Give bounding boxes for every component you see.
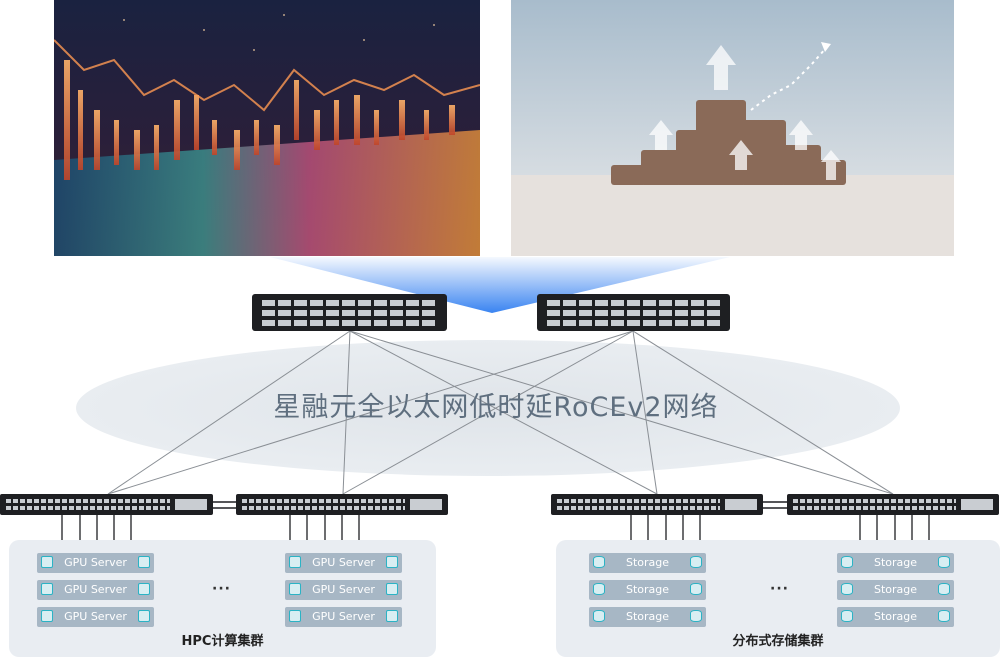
link — [107, 330, 351, 495]
financial-chart-photo — [54, 0, 480, 256]
link — [342, 330, 351, 495]
network-ellipse — [76, 340, 900, 476]
gpu-chip-icon — [289, 556, 301, 568]
gpu-chip-icon — [41, 583, 53, 595]
gpu-server-node: GPU Server — [37, 607, 154, 627]
gpu-chip-icon — [138, 583, 150, 595]
gpu-chip-icon — [386, 610, 398, 622]
database-icon — [690, 556, 702, 568]
uplink-lines — [107, 330, 894, 495]
financial-chart-image — [54, 0, 480, 256]
leaf-switch-hpc-2 — [236, 494, 448, 515]
gpu-chip-icon — [289, 583, 301, 595]
spine-switch-right — [537, 294, 730, 331]
database-icon — [841, 583, 853, 595]
coin-stacks-photo — [511, 0, 954, 256]
storage-node: Storage — [589, 607, 706, 627]
link — [107, 330, 634, 495]
hpc-cluster: GPU Server GPU Server GPU Server ··· GPU… — [9, 540, 436, 657]
network-label: 星融元全以太网低时延RoCEv2网络 — [273, 392, 719, 423]
storage-cluster: Storage Storage Storage ··· Storage Stor… — [556, 540, 1000, 657]
cluster-title: 分布式存储集群 — [732, 634, 824, 649]
ellipsis: ··· — [212, 581, 231, 597]
ellipsis: ··· — [770, 581, 789, 597]
downlink-lines — [61, 515, 930, 540]
database-icon — [593, 556, 605, 568]
database-icon — [690, 610, 702, 622]
gpu-server-node: GPU Server — [37, 580, 154, 600]
database-icon — [938, 610, 950, 622]
gpu-server-node: GPU Server — [37, 553, 154, 573]
peer-links — [213, 501, 787, 509]
gpu-chip-icon — [138, 610, 150, 622]
storage-node: Storage — [837, 553, 954, 573]
spine-switch-left — [252, 294, 447, 331]
storage-node: Storage — [589, 580, 706, 600]
database-icon — [593, 583, 605, 595]
gpu-chip-icon — [289, 610, 301, 622]
database-icon — [938, 556, 950, 568]
database-icon — [841, 556, 853, 568]
database-icon — [593, 610, 605, 622]
storage-node: Storage — [589, 553, 706, 573]
gpu-server-node: GPU Server — [285, 607, 402, 627]
leaf-switch-storage-2 — [787, 494, 999, 515]
link — [632, 330, 894, 495]
coin-stacks-image — [511, 0, 954, 256]
link — [349, 330, 894, 495]
gpu-chip-icon — [41, 610, 53, 622]
storage-node: Storage — [837, 607, 954, 627]
leaf-switch-storage-1 — [551, 494, 763, 515]
gpu-server-node: GPU Server — [285, 580, 402, 600]
link — [632, 330, 658, 495]
leaf-switches — [0, 494, 999, 515]
cluster-title: HPC计算集群 — [181, 634, 264, 649]
link — [349, 330, 658, 495]
leaf-switch-hpc-1 — [0, 494, 213, 515]
gpu-chip-icon — [41, 556, 53, 568]
gpu-chip-icon — [386, 583, 398, 595]
link — [342, 330, 634, 495]
traffic-cone-highlight — [270, 257, 730, 313]
gpu-server-node: GPU Server — [285, 553, 402, 573]
gpu-chip-icon — [386, 556, 398, 568]
database-icon — [841, 610, 853, 622]
storage-node: Storage — [837, 580, 954, 600]
database-icon — [690, 583, 702, 595]
database-icon — [938, 583, 950, 595]
gpu-chip-icon — [138, 556, 150, 568]
